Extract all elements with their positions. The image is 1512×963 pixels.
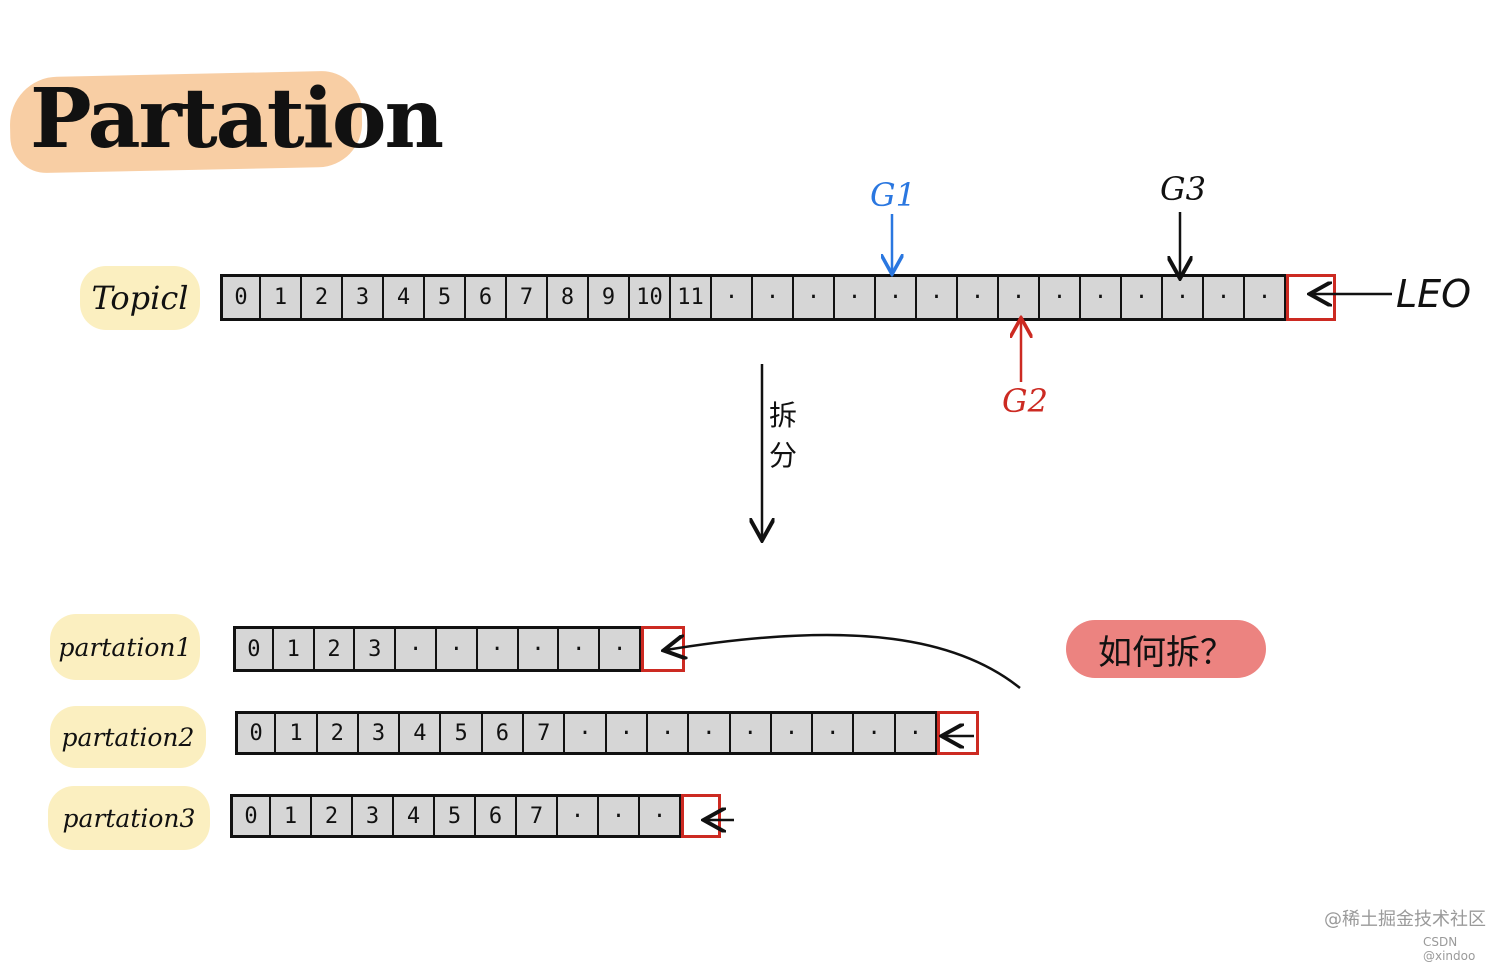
partition2-cell-3: 3 <box>358 711 401 755</box>
partition3-cell-9: · <box>599 794 640 838</box>
partition1-cell-3: 3 <box>355 626 397 672</box>
topic-cell-13: · <box>753 274 794 321</box>
topic-cell-11: 11 <box>671 274 712 321</box>
partition2-cell-8: · <box>565 711 607 755</box>
partition1-cell-4: · <box>396 626 437 672</box>
partition3-cell-7: 7 <box>517 794 558 838</box>
partition2-cell-11: · <box>689 711 731 755</box>
partition3-cell-5: 5 <box>435 794 476 838</box>
partition2-cell-0: 0 <box>235 711 277 755</box>
topic-cell-7: 7 <box>507 274 548 321</box>
partition3-cell-8: · <box>558 794 599 838</box>
topic-cell-18: · <box>958 274 999 321</box>
partition2-cell-14: · <box>813 711 855 755</box>
partition3-label: partation3 <box>48 786 210 850</box>
topic-cell-15: · <box>835 274 876 321</box>
partition3-cell-4: 4 <box>394 794 435 838</box>
split-label: 拆分 <box>768 399 797 472</box>
question-badge: 如何拆？ <box>1066 620 1266 678</box>
partition1-cell-6: · <box>477 626 519 672</box>
topic-cell-24: · <box>1204 274 1245 321</box>
partition2-cell-9: · <box>606 711 648 755</box>
partition1-cell-1: 1 <box>273 626 315 672</box>
topic-cell-12: · <box>712 274 753 321</box>
topic-cell-0: 0 <box>220 274 261 321</box>
topic-cell-6: 6 <box>466 274 507 321</box>
topic-cell-8: 8 <box>548 274 589 321</box>
partition2-cell-4: 4 <box>400 711 442 755</box>
topic-cell-4: 4 <box>384 274 425 321</box>
topic-label: Topicl <box>80 266 200 330</box>
partition3-cell-3: 3 <box>353 794 394 838</box>
partition3-cell-10: · <box>640 794 681 838</box>
partition1-cell-5: · <box>436 626 478 672</box>
partition1-curve-arrow <box>666 633 1021 689</box>
topic-cell-16: · <box>876 274 917 321</box>
topic-cell-9: 9 <box>589 274 630 321</box>
partition3-cell-2: 2 <box>312 794 353 838</box>
partition2-cell-5: 5 <box>441 711 483 755</box>
partition1-cell-8: · <box>559 626 601 672</box>
watermark-juejin: @稀土掘金技术社区 <box>1324 909 1486 930</box>
partition1-cell-0: 0 <box>233 626 274 672</box>
topic-cell-14: · <box>794 274 835 321</box>
partition2-cell-2: 2 <box>317 711 359 755</box>
topic-leo-slot <box>1286 274 1336 321</box>
partition2-label: partation2 <box>50 706 206 768</box>
g2-label: G2 <box>1002 382 1048 420</box>
partition1-cell-2: 2 <box>314 626 356 672</box>
leo-label: LEO <box>1396 272 1472 316</box>
partition2-cell-7: 7 <box>524 711 566 755</box>
partition3-cell-1: 1 <box>271 794 312 838</box>
partition2-cell-15: · <box>854 711 896 755</box>
g1-label: G1 <box>870 176 916 214</box>
topic-cell-1: 1 <box>261 274 302 321</box>
topic-cell-25: · <box>1245 274 1286 321</box>
topic-cell-22: · <box>1122 274 1163 321</box>
topic-cell-20: · <box>1040 274 1081 321</box>
partition1-cell-7: · <box>518 626 560 672</box>
topic-cell-3: 3 <box>343 274 384 321</box>
partition2-cell-12: · <box>730 711 772 755</box>
partition3-cell-6: 6 <box>476 794 517 838</box>
g3-label: G3 <box>1160 170 1206 208</box>
topic-cell-2: 2 <box>302 274 343 321</box>
topic-cell-10: 10 <box>630 274 671 321</box>
topic-cell-23: · <box>1163 274 1204 321</box>
topic-cell-5: 5 <box>425 274 466 321</box>
partition2-cell-1: 1 <box>276 711 318 755</box>
partition1-cell-9: · <box>600 626 641 672</box>
partition2-cell-6: 6 <box>482 711 525 755</box>
partition1-label: partation1 <box>50 614 200 680</box>
partition2-cell-10: · <box>647 711 690 755</box>
partition2-cell-13: · <box>771 711 814 755</box>
partition2-cell-16: · <box>895 711 938 755</box>
topic-cell-17: · <box>917 274 958 321</box>
topic-cell-21: · <box>1081 274 1122 321</box>
partition2-leo-slot <box>937 711 980 755</box>
partition3-cell-0: 0 <box>230 794 271 838</box>
